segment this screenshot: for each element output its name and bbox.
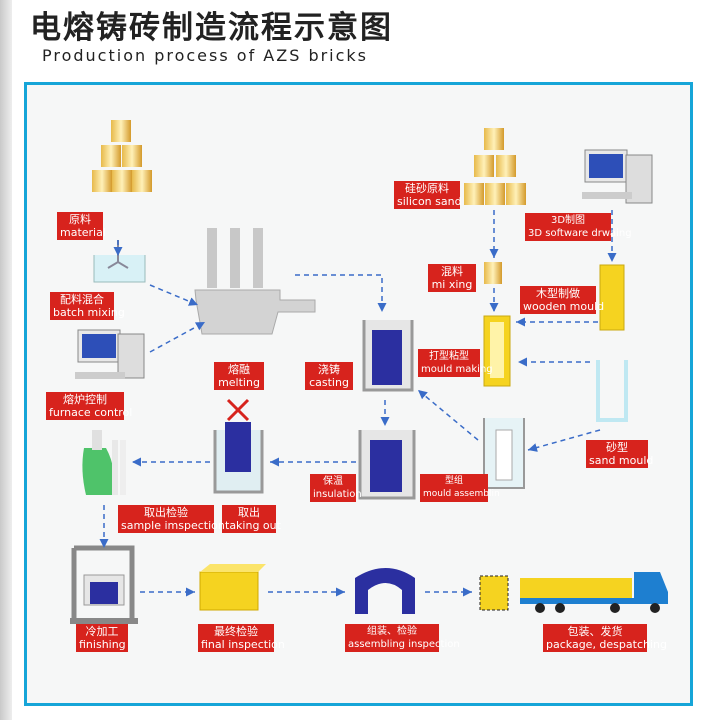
mould-assembling-icon bbox=[483, 418, 525, 489]
computer-icon-3d bbox=[582, 149, 653, 204]
assembled-arch-icon bbox=[355, 568, 415, 614]
mixing-tank-icon bbox=[93, 240, 146, 283]
casting-mould-icon bbox=[362, 320, 414, 392]
page-title: 电熔铸砖制造流程示意图 bbox=[30, 10, 393, 46]
melting-furnace-icon bbox=[194, 228, 316, 335]
brick-block-icon bbox=[199, 564, 266, 611]
sample-bottles-icon bbox=[82, 430, 126, 495]
mixing-can-icon bbox=[484, 262, 502, 284]
silicon-sand-cans-icon bbox=[464, 128, 526, 205]
truck-icon bbox=[520, 572, 668, 613]
page-edge-shadow bbox=[0, 0, 12, 720]
material-cans-icon bbox=[92, 120, 152, 192]
page-subtitle: Production process of AZS bricks bbox=[42, 46, 369, 65]
wooden-mould-icon bbox=[599, 264, 625, 331]
insulation-box-icon bbox=[358, 430, 416, 500]
package-icon bbox=[479, 575, 509, 611]
taking-out-icon bbox=[213, 398, 264, 494]
flow-arrows bbox=[99, 210, 617, 597]
computer-icon-furnace bbox=[75, 329, 145, 379]
sand-mould-icon bbox=[596, 360, 628, 422]
mould-making-icon bbox=[483, 315, 511, 387]
finishing-machine-icon bbox=[70, 545, 138, 624]
